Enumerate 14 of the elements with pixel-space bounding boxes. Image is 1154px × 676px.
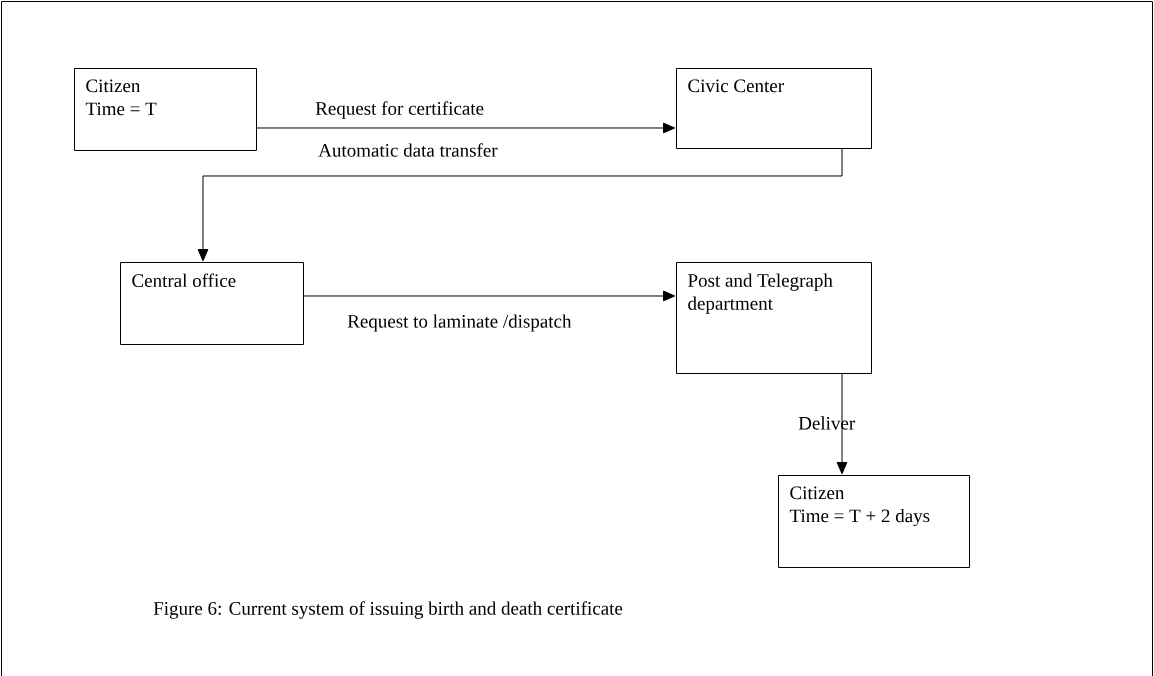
caption: Figure 6: Current system of issuing birth and death certificate (153, 601, 623, 619)
process-box: Civic Center (676, 68, 872, 149)
process-box: Citizen Time = T + 2 days (778, 475, 970, 568)
process-box: Post and Telegraph department (676, 262, 872, 374)
arrow (303, 290, 676, 302)
edge-label: Request for certificate (315, 101, 484, 119)
edge-label: Request to laminate /dispatch (347, 314, 572, 332)
arrow (197, 148, 843, 262)
process-box: Citizen Time = T (74, 68, 257, 151)
edge-label: Deliver (798, 416, 855, 430)
edge-label: Automatic data transfer (318, 143, 498, 157)
arrow (256, 122, 676, 134)
arrow (836, 373, 848, 475)
process-box: Central office (120, 262, 304, 345)
